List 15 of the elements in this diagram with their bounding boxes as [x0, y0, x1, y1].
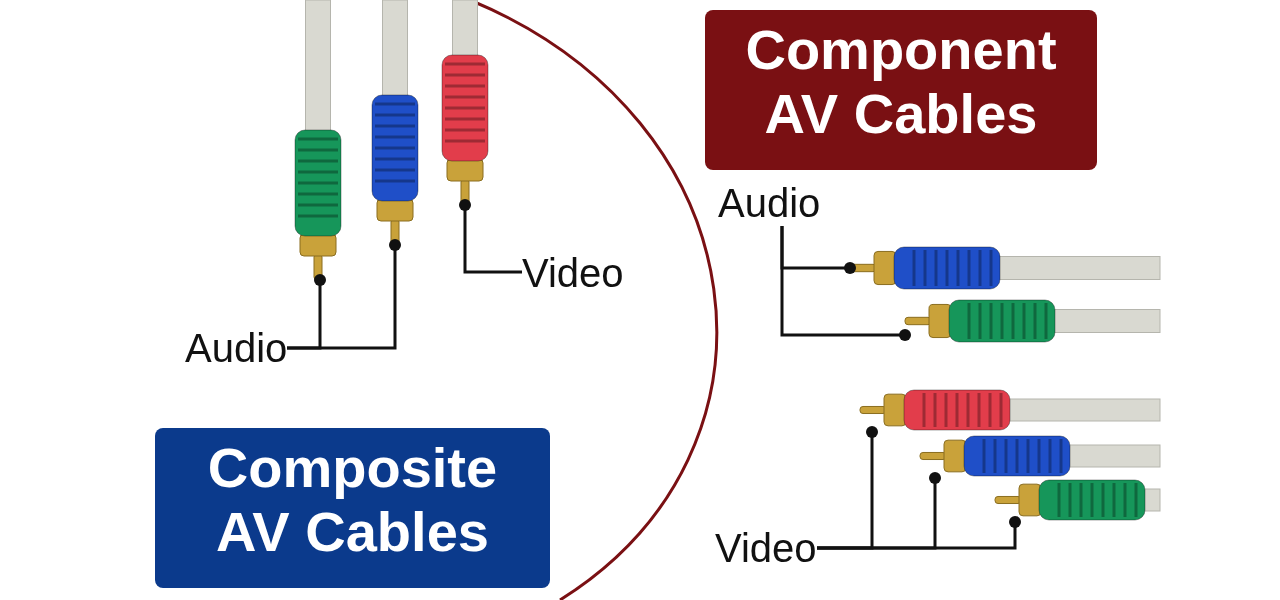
callout-label: Video — [522, 250, 624, 296]
rca-plug-drawing — [995, 478, 1160, 522]
leader-line — [817, 516, 1021, 550]
callout-label: Audio — [718, 180, 821, 226]
rca-plug-drawing — [905, 298, 1160, 344]
rca-plug-drawing — [293, 0, 343, 280]
leader-line — [459, 199, 522, 274]
title-banner: Component AV Cables — [705, 10, 1097, 170]
rca-plug-drawing — [860, 388, 1160, 432]
title-banner: Composite AV Cables — [155, 428, 550, 588]
leader-line — [780, 226, 911, 341]
callout-label: Audio — [185, 325, 288, 371]
callout-label: Video — [715, 525, 817, 571]
rca-plug-drawing — [920, 434, 1160, 478]
leader-line — [287, 239, 401, 350]
